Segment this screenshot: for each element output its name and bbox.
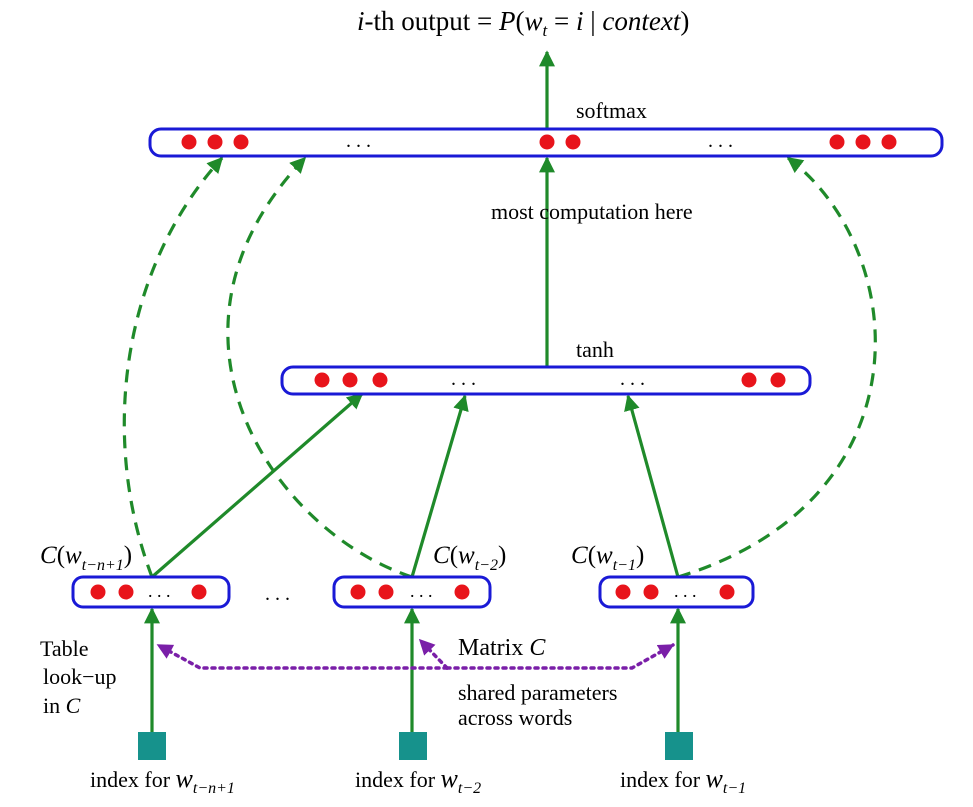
dashed-feature2-to-softmax (226, 156, 413, 579)
shared-parameters-label: shared parameters (458, 680, 617, 705)
tanh-layer: . . . . . . (280, 365, 812, 396)
feature-unit (378, 584, 394, 600)
arrow-feature2-to-tanh (410, 394, 469, 578)
softmax-unit (539, 134, 555, 150)
index-label: index for wt−1 (620, 764, 746, 797)
index-label: index for wt−n+1 (90, 764, 235, 797)
feature-ellipsis: . . . (674, 581, 697, 601)
feature-label: C(wt−n+1) (40, 542, 132, 574)
feature-gap-ellipsis: . . . (265, 583, 290, 605)
dashed-feature3-to-softmax (677, 156, 877, 579)
tanh-unit (342, 372, 358, 388)
table-lookup-label: Table (40, 636, 89, 661)
feature-vector-2: . . . (332, 575, 492, 609)
softmax-unit (881, 134, 897, 150)
tanh-unit (770, 372, 786, 388)
table-lookup-label: look−up (43, 664, 117, 689)
feature-ellipsis: . . . (410, 581, 433, 601)
index-box-2 (399, 732, 427, 760)
output-title: i-th output = P(wt = i | context) (357, 6, 689, 40)
tanh-unit (314, 372, 330, 388)
tanh-unit (372, 372, 388, 388)
index-box-3 (665, 732, 693, 760)
softmax-layer: . . . . . . (148, 127, 944, 158)
index-label: index for wt−2 (355, 764, 481, 797)
feature-unit (719, 584, 735, 600)
softmax-unit (181, 134, 197, 150)
tanh-label: tanh (576, 337, 614, 362)
softmax-unit (829, 134, 845, 150)
feature-unit (350, 584, 366, 600)
feature-unit (454, 584, 470, 600)
dashed-feature1-to-softmax (122, 156, 224, 578)
softmax-unit (565, 134, 581, 150)
feature-unit (191, 584, 207, 600)
feature-ellipsis: . . . (148, 581, 171, 601)
feature-vector-1: . . . (71, 575, 231, 609)
feature-label: C(wt−2) (433, 542, 506, 574)
matrix-c-label: Matrix C (458, 635, 546, 661)
feature-unit (643, 584, 659, 600)
tanh-ellipsis: . . . (451, 368, 476, 390)
shared-parameters-link-right (445, 643, 675, 670)
tanh-ellipsis: . . . (620, 368, 645, 390)
feature-unit (118, 584, 134, 600)
arrow-feature1-to-tanh (150, 392, 364, 579)
index-box-1 (138, 732, 166, 760)
softmax-label: softmax (576, 98, 647, 123)
computation-label: most computation here (491, 199, 693, 224)
softmax-unit (855, 134, 871, 150)
feature-vector-3: . . . (598, 575, 755, 609)
arrow-feature3-to-tanh (624, 394, 680, 578)
softmax-unit (233, 134, 249, 150)
table-lookup-label: in C (43, 693, 81, 718)
shared-parameters-label: across words (458, 705, 572, 730)
shared-parameters-link (418, 638, 449, 670)
feature-label: C(wt−1) (571, 542, 644, 574)
feature-unit (615, 584, 631, 600)
softmax-ellipsis: . . . (708, 130, 733, 152)
softmax-ellipsis: . . . (346, 130, 371, 152)
tanh-unit (741, 372, 757, 388)
shared-parameters-link-left (156, 643, 449, 670)
softmax-unit (207, 134, 223, 150)
feature-unit (90, 584, 106, 600)
